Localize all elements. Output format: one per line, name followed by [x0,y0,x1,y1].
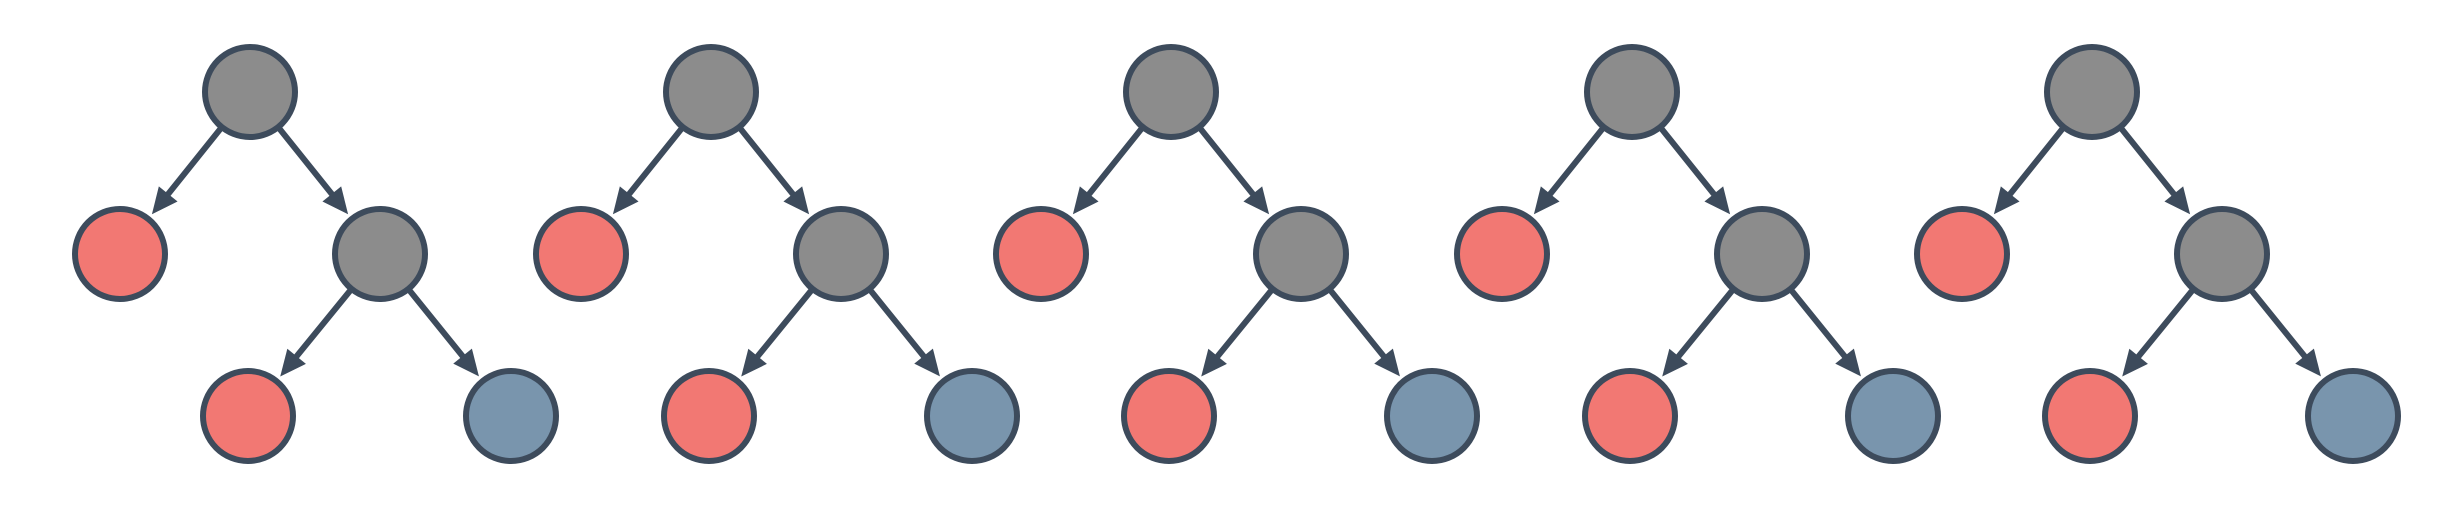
edge-right-child-to-bottom-right-leaf [406,287,469,363]
node-bottom-left-leaf [2042,368,2138,464]
edge-right-child-to-bottom-left-leaf [2133,287,2196,363]
arrowhead-icon [151,186,178,215]
node-left-leaf [533,206,629,302]
node-bottom-left-leaf [661,368,757,464]
node-root [1584,44,1680,140]
tree-3 [993,44,1480,464]
node-bottom-right-leaf [463,368,559,464]
edge-right-child-to-bottom-left-leaf [291,287,354,363]
edge-root-to-right-child [1197,125,1259,201]
edge-root-to-right-child [1658,125,1720,201]
edge-root-to-left-leaf [1544,125,1606,201]
node-bottom-left-leaf [200,368,296,464]
node-left-leaf [1454,206,1550,302]
edge-right-child-to-bottom-right-leaf [867,287,930,363]
node-left-leaf [1914,206,2010,302]
node-right-child [2174,206,2270,302]
arrowhead-icon [1072,186,1099,215]
node-bottom-right-leaf [1384,368,1480,464]
arrowhead-icon [1835,348,1861,377]
node-root [2044,44,2140,140]
tree-4 [1454,44,1941,464]
arrowhead-icon [1533,186,1560,215]
node-bottom-right-leaf [924,368,1020,464]
tree-1 [72,44,559,464]
node-bottom-left-leaf [1121,368,1217,464]
arrowhead-icon [914,348,940,377]
arrowhead-icon [1374,348,1400,377]
arrowhead-icon [741,348,767,377]
edge-root-to-left-leaf [623,125,685,201]
arrowhead-icon [1243,186,1270,215]
trees-layer [72,44,2401,464]
arrowhead-icon [1201,348,1227,377]
node-bottom-left-leaf [1582,368,1678,464]
edge-right-child-to-bottom-left-leaf [1212,287,1275,363]
edge-root-to-left-leaf [162,125,224,201]
arrowhead-icon [1704,186,1731,215]
edge-root-to-left-leaf [1083,125,1145,201]
node-root [202,44,298,140]
node-root [1123,44,1219,140]
node-root [663,44,759,140]
node-bottom-right-leaf [1845,368,1941,464]
tree-5 [1914,44,2401,464]
arrowhead-icon [1662,348,1688,377]
edge-right-child-to-bottom-right-leaf [1788,287,1851,363]
node-bottom-right-leaf [2305,368,2401,464]
tree-2 [533,44,1020,464]
edge-root-to-right-child [737,125,799,201]
arrowhead-icon [2122,348,2148,377]
arrowhead-icon [322,186,349,215]
arrowhead-icon [2295,348,2321,377]
arrowhead-icon [1993,186,2020,215]
node-right-child [1714,206,1810,302]
edge-right-child-to-bottom-right-leaf [2248,287,2311,363]
node-left-leaf [72,206,168,302]
arrowhead-icon [280,348,306,377]
edge-root-to-right-child [2118,125,2180,201]
edge-right-child-to-bottom-right-leaf [1327,287,1390,363]
edge-right-child-to-bottom-left-leaf [752,287,815,363]
arrowhead-icon [453,348,479,377]
node-right-child [793,206,889,302]
node-right-child [1253,206,1349,302]
arrowhead-icon [783,186,810,215]
edge-root-to-left-leaf [2004,125,2066,201]
node-right-child [332,206,428,302]
edge-right-child-to-bottom-left-leaf [1673,287,1736,363]
arrowhead-icon [612,186,639,215]
node-left-leaf [993,206,1089,302]
arrowhead-icon [2164,186,2191,215]
edge-root-to-right-child [276,125,338,201]
